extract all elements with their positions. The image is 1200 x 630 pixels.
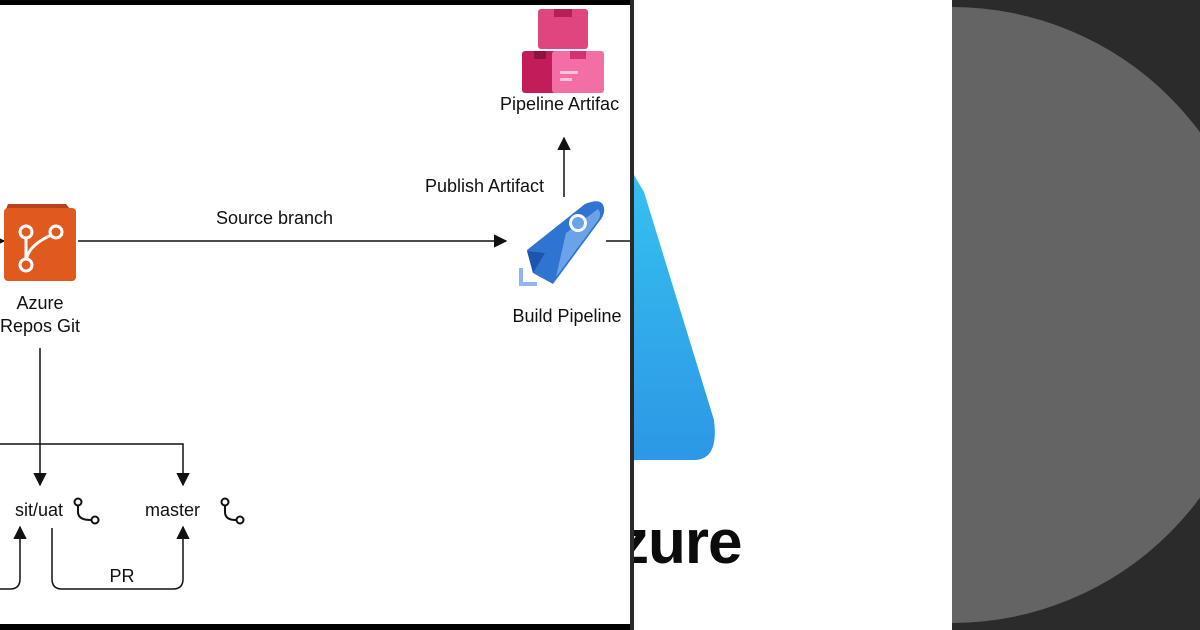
arrow-into-sit	[0, 525, 27, 590]
repo-label-line1: Azure	[16, 293, 64, 313]
branch-sit-uat-label: sit/uat	[15, 500, 64, 520]
pipeline-artifacts-icon	[522, 9, 604, 93]
azure-wordmark: zure	[634, 508, 742, 577]
diagram-connectors	[0, 9, 630, 590]
azure-logo-triangle	[634, 175, 715, 460]
azure-logo-mark	[634, 175, 715, 460]
grey-circle-graphic	[952, 7, 1200, 623]
azure-repos-icon	[4, 204, 76, 281]
branch-master-label: master	[145, 500, 201, 520]
build-pipeline-icon	[519, 201, 605, 286]
diagram-canvas: Azure Repos Git Source branch Publish Ar…	[0, 5, 630, 624]
diagram-panel: Azure Repos Git Source branch Publish Ar…	[0, 0, 630, 630]
arrow-pr	[51, 525, 190, 590]
arrow-to-master	[0, 443, 190, 487]
branch-icon-sit-uat	[73, 497, 100, 525]
grey-circle	[952, 7, 1200, 623]
branch-icon-master	[220, 497, 245, 525]
repo-label-line2: Repos Git	[0, 316, 81, 336]
azure-logo-panel: zure	[634, 0, 952, 630]
pr-label: PR	[109, 566, 135, 586]
dark-panel	[952, 0, 1200, 630]
pipeline-artifact-label: Pipeline Artifac	[500, 94, 620, 114]
build-pipeline-label: Build Pipeline	[512, 306, 622, 326]
source-branch-label: Source branch	[216, 208, 334, 228]
publish-artifact-label: Publish Artifact	[425, 176, 545, 196]
